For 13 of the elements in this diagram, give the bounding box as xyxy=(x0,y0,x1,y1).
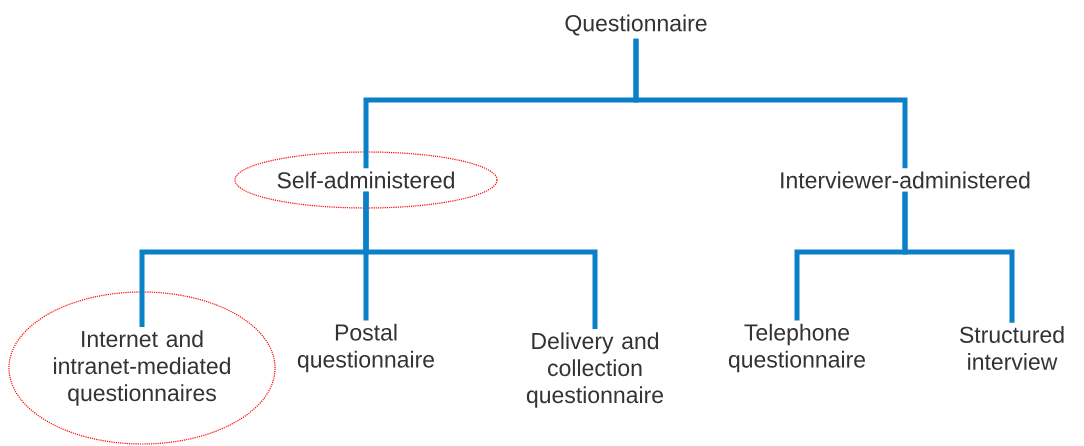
connector-line xyxy=(633,38,908,169)
node-label: Delivery and collection questionnaire xyxy=(526,332,663,408)
connector-line xyxy=(363,191,598,330)
dotted-ellipse xyxy=(8,291,276,445)
connector-line xyxy=(902,191,1015,323)
node-label: Telephone questionnaire xyxy=(728,323,865,373)
node-label: Postal questionnaire xyxy=(297,323,434,373)
dotted-ellipse xyxy=(234,151,498,209)
node-label: Internet and intranet-mediated questionnaires xyxy=(54,330,230,406)
node-label: Interviewer-administered xyxy=(781,171,1030,189)
node-label: Self-administered xyxy=(277,171,454,189)
node-label: Questionnaire xyxy=(565,14,707,36)
node-label: Structured interview xyxy=(960,326,1064,370)
